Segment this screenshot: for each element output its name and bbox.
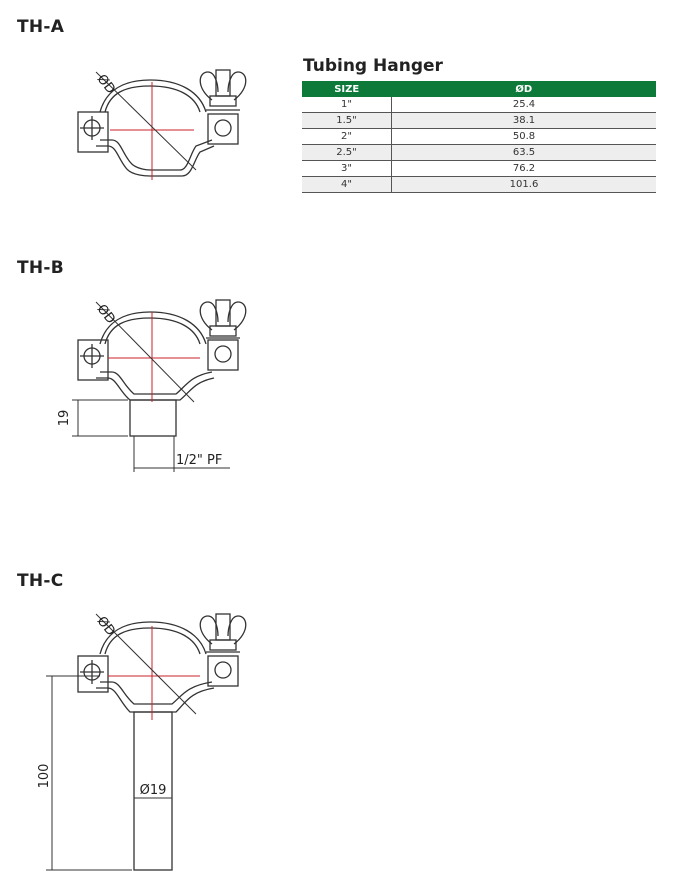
hanger-outline	[77, 613, 247, 871]
table-row: 3" 76.2	[302, 160, 656, 177]
height-dimension	[72, 399, 128, 437]
thread-dimension	[133, 436, 230, 472]
hanger-outline	[77, 69, 247, 177]
od-label: ØD	[94, 72, 118, 97]
diameter-leader	[95, 301, 195, 403]
cell-od: 76.2	[391, 160, 656, 177]
centerlines	[108, 626, 200, 720]
header-size: SIZE	[302, 81, 392, 97]
length-label: 100	[37, 764, 52, 789]
section-title-th-c: TH-C	[17, 571, 64, 591]
centerlines	[108, 312, 200, 402]
diameter-leader	[95, 71, 197, 171]
stem-diameter-label: Ø19	[140, 783, 167, 798]
section-title-th-a: TH-A	[17, 17, 65, 37]
length-dimension	[46, 675, 132, 871]
drawing-th-c: ØD 100 Ø19	[37, 613, 247, 871]
cell-od: 50.8	[391, 128, 656, 145]
table-row: 1.5" 38.1	[302, 112, 656, 129]
cell-size: 1.5"	[302, 112, 392, 129]
cell-od: 25.4	[391, 97, 656, 113]
cell-od: 38.1	[391, 112, 656, 129]
table-header-row: SIZE ØD	[302, 81, 656, 97]
cell-od: 101.6	[391, 176, 656, 193]
cell-size: 3"	[302, 160, 392, 177]
od-label: ØD	[94, 614, 118, 639]
section-title-th-b: TH-B	[17, 258, 65, 278]
drawing-th-b: ØD 19 1/2" PF	[57, 299, 247, 472]
diameter-leader	[95, 613, 197, 715]
cell-size: 4"	[302, 176, 392, 193]
spec-table: SIZE ØD 1" 25.4 1.5" 38.1 2" 50.8 2.5" 6…	[302, 81, 656, 193]
header-od: ØD	[391, 81, 656, 97]
hanger-outline	[77, 299, 247, 437]
drawing-th-a: ØD	[77, 69, 247, 180]
cell-size: 2"	[302, 128, 392, 145]
centerlines	[110, 82, 194, 180]
table-title: Tubing Hanger	[303, 56, 443, 76]
table-row: 2.5" 63.5	[302, 144, 656, 161]
table-row: 4" 101.6	[302, 176, 656, 193]
thread-label: 1/2" PF	[176, 453, 222, 468]
cell-size: 2.5"	[302, 144, 392, 161]
table-row: 2" 50.8	[302, 128, 656, 145]
cell-size: 1"	[302, 97, 392, 113]
cell-od: 63.5	[391, 144, 656, 161]
od-label: ØD	[94, 302, 118, 327]
table-row: 1" 25.4	[302, 97, 656, 113]
height-label: 19	[57, 410, 72, 427]
